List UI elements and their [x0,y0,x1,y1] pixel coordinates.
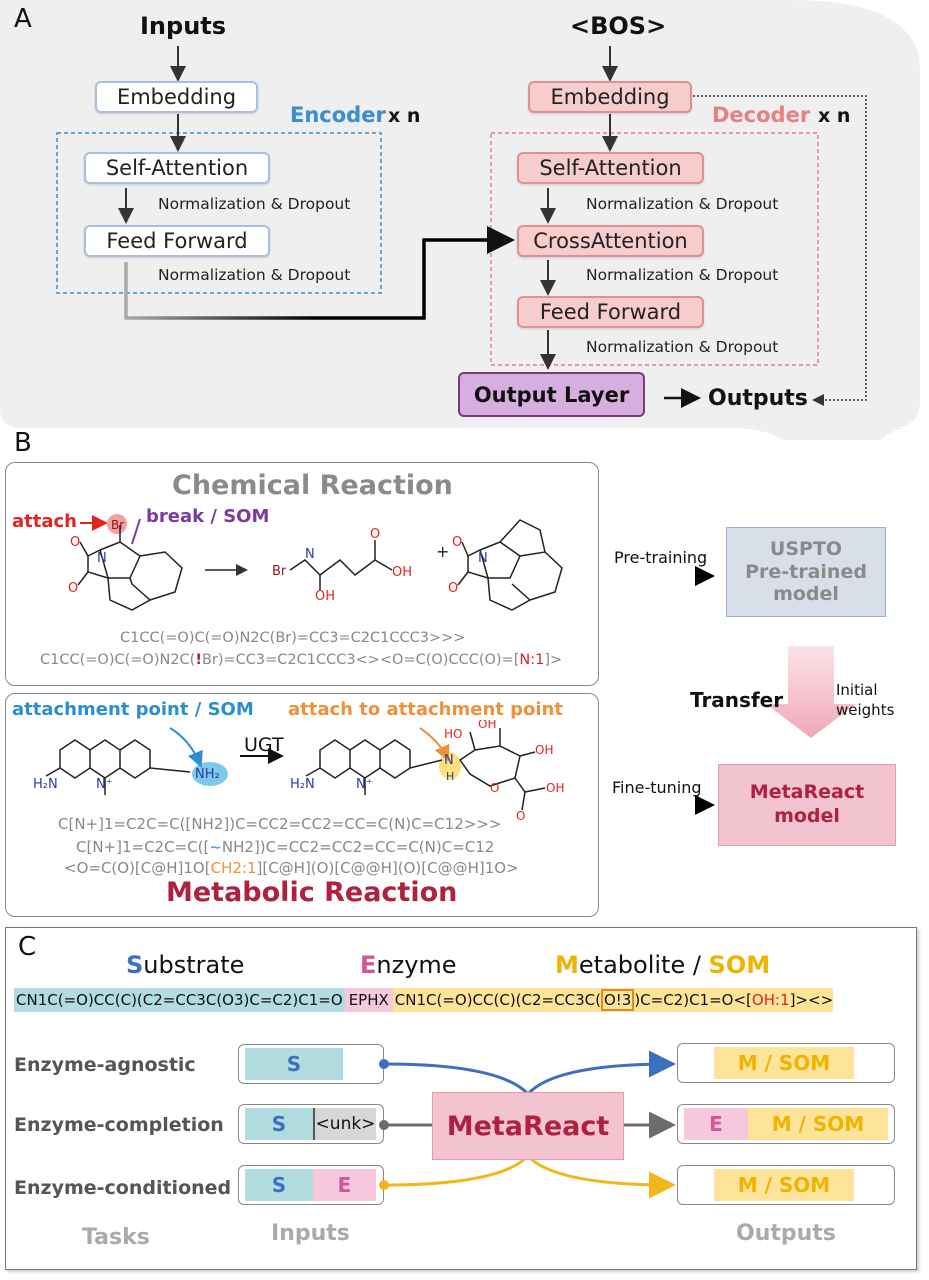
panel-b-letter: B [14,428,32,458]
atom-o-7: O [516,809,525,820]
decoder-feed-forward: Feed Forward [517,296,704,328]
atom-br-2: Br [272,564,287,579]
chemical-reaction-structures: Br N O O Br N OH O OH + N O O [68,514,563,611]
decoder-norm-3: Normalization & Dropout [586,338,779,356]
chemical-reaction-frame [5,462,599,686]
transfer-flow [614,566,856,815]
attachment-point-label: attachment point / SOM [12,699,254,720]
atom-h2n-2: H₂N [290,777,315,792]
chip-enzyme-1: E [313,1169,376,1201]
encoder-times: x n [388,105,421,127]
decoder-self-attention: Self-Attention [517,152,704,184]
chip-metabolite-3: M / SOM [714,1169,854,1201]
encoder-self-attention: Self-Attention [84,152,270,184]
chem-smiles-2: C1CC(=O)C(=O)N2C(!Br)=CC3=C2C1CCC3<><O=C… [40,652,563,668]
chip-enzyme-2: E [684,1108,748,1140]
atom-h2n-1: H₂N [33,777,58,792]
seq-substrate: CN1C(=O)CC(C)(C2=CC3C(O3)C=C2)C1=O [14,988,345,1012]
outputs-label: Outputs [708,386,808,411]
panel-a-letter: A [14,4,32,34]
atom-o-4: O [452,535,462,550]
met-smiles-3: <O=C(O)[C@H]1O[CH2:1][C@H](O)[C@@H](O)[C… [64,859,519,877]
chip-metabolite-1: M / SOM [714,1047,854,1079]
atom-nplus-2: N⁺ [356,777,373,792]
bos-label: <BOS> [570,12,667,40]
plus-sign: + [436,542,449,561]
atom-oh-2: OH [392,565,412,580]
atom-h-1: H [446,770,454,783]
atom-o-1: O [70,535,80,550]
pretraining-label: Pre-training [614,548,708,567]
finetuning-label: Fine-tuning [612,778,702,797]
encoder-label: Encoder [290,103,386,127]
metabolite-heading: Metabolite / SOM [555,951,771,979]
decoder-norm-2: Normalization & Dropout [586,266,779,284]
attach-to-point-label: attach to attachment point [288,699,563,720]
atom-n-2: N [305,547,315,562]
decoder-label: Decoder [712,103,811,127]
substrate-heading: Substrate [126,951,245,979]
chip-substrate-3: S [245,1169,313,1201]
encoder-norm-2: Normalization & Dropout [158,266,351,284]
transfer-label: Transfer [690,688,784,712]
atom-o-5: O [448,581,458,596]
atom-nplus-1: N⁺ [96,777,113,792]
atom-nh2-1: NH₂ [195,767,220,782]
footer-outputs: Outputs [736,1221,836,1246]
atom-oh-4: OH [478,720,496,731]
atom-oh-3: HO [444,727,462,741]
metareact-box: MetaReact [432,1092,624,1160]
chip-substrate-2: S [245,1108,313,1140]
chip-unk: <unk> [313,1108,376,1140]
task-completion: Enzyme-completion [14,1114,224,1136]
met-smiles-2: C[N+]1=C2C=C([~NH2])C=CC2=CC2=CC=C(N)C=C… [76,838,495,856]
footer-tasks: Tasks [82,1225,150,1250]
chemical-reaction-title: Chemical Reaction [172,470,453,501]
atom-n-3: N [478,551,488,566]
encoder-embedding: Embedding [95,81,258,113]
uspto-model: USPTO Pre-trained model [726,527,886,617]
atom-n-1: N [97,551,107,566]
atom-oh-1: OH [315,589,335,604]
encoder-feed-forward: Feed Forward [84,225,270,257]
chem-smiles-1: C1CC(=O)C(=O)N2C(Br)=CC3=C2C1CCC3>>> [120,630,466,646]
task-agnostic: Enzyme-agnostic [14,1054,196,1076]
atom-o-2: O [68,581,78,596]
task-conditioned: Enzyme-conditioned [14,1177,232,1199]
metabolic-reaction-structures: H₂N N⁺ NH₂ H₂N N⁺ N H HO OH OH O OH O [33,720,564,820]
atom-o-6: O [490,781,499,795]
attach-label: attach [12,511,77,532]
encoder-norm-1: Normalization & Dropout [158,195,351,213]
decoder-times: x n [818,105,851,127]
seq-enzyme: EPHX [344,988,393,1012]
metareact-model: MetaReact model [718,764,896,846]
output-layer: Output Layer [458,372,645,417]
footer-inputs: Inputs [271,1221,350,1246]
enzyme-heading: Enzyme [360,951,457,979]
chip-metabolite-2: M / SOM [748,1108,888,1140]
decoder-embedding: Embedding [528,81,692,113]
met-smiles-1: C[N+]1=C2C=C([NH2])C=CC2=CC2=CC=C(N)C=C1… [58,815,502,833]
metabolic-reaction-title: Metabolic Reaction [166,877,458,908]
panel-c-letter: C [18,932,37,962]
initial-weights-label: Initial weights [836,681,895,720]
seq-metabolite: CN1C(=O)CC(C)(C2=CC3C(O!3)C=C2)C1=O<[OH:… [392,988,834,1012]
atom-oh-6: OH [546,781,564,795]
chip-substrate-1: S [245,1048,343,1080]
inputs-label: Inputs [140,12,227,40]
atom-n-4: N [444,753,454,768]
break-som-label: break / SOM [146,506,270,527]
decoder-cross-attention: CrossAttention [517,225,704,257]
atom-br-1: Br [111,518,124,532]
decoder-norm-1: Normalization & Dropout [586,195,779,213]
atom-o-3: O [370,527,380,542]
atom-oh-5: OH [535,743,553,757]
